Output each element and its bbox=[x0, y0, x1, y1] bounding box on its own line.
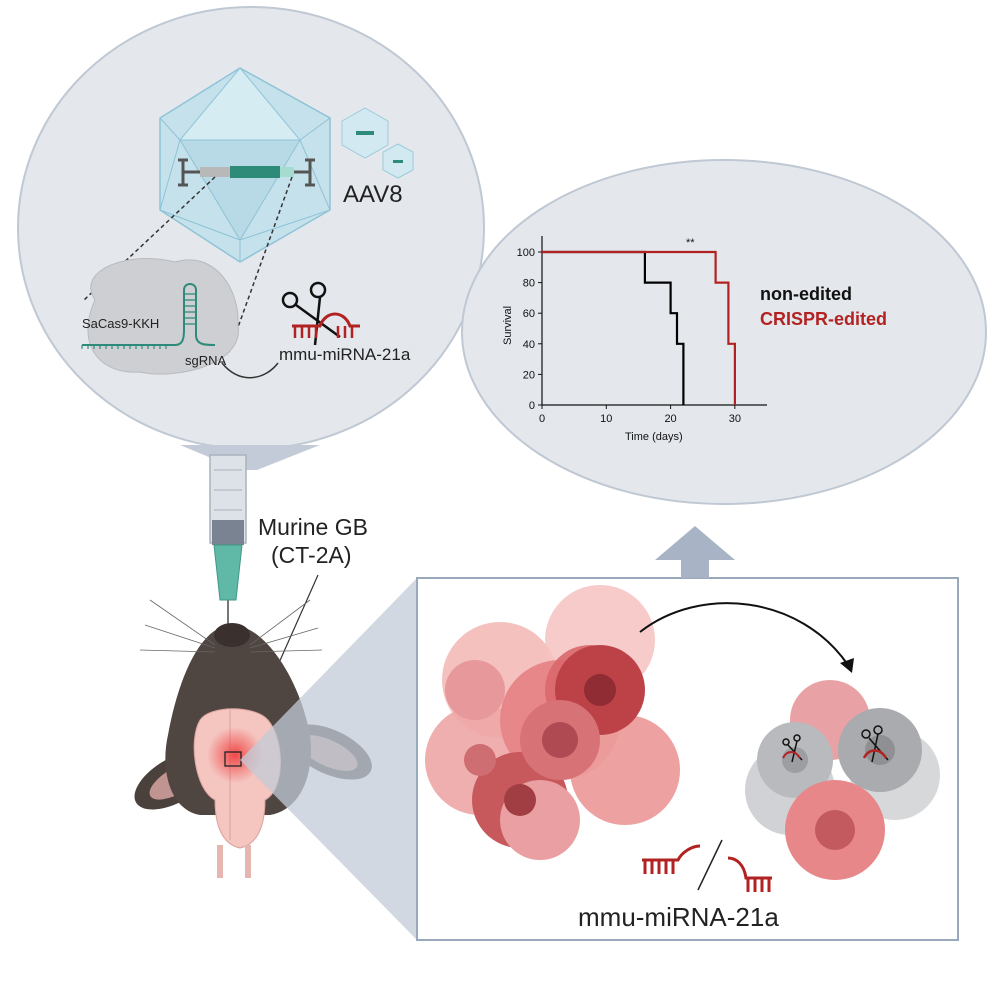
cleaved-mirna-icon bbox=[642, 844, 772, 892]
survival-chart: 0 20 40 60 80 100 0 10 20 30 ** Time (days) Surv… bbox=[502, 236, 767, 443]
mirna-hairpin-icon bbox=[292, 312, 360, 338]
y-tick-label: 20 bbox=[523, 369, 535, 381]
sgrna-structure bbox=[81, 283, 216, 349]
legend-crispr-edited: CRISPR-edited bbox=[760, 309, 887, 329]
x-tick-label: 20 bbox=[664, 413, 676, 425]
x-tick-label: 30 bbox=[729, 413, 741, 425]
scissors-icon-small-2 bbox=[861, 725, 889, 763]
genome-cassette bbox=[178, 158, 315, 187]
target-label: mmu-miRNA-21a bbox=[279, 345, 411, 364]
capsid-label: AAV8 bbox=[343, 181, 403, 208]
y-tick-label: 0 bbox=[529, 400, 535, 412]
circle-to-syringe-cone bbox=[180, 445, 320, 470]
dashed-line-right bbox=[227, 176, 293, 356]
scissors-icon-small-1 bbox=[782, 734, 803, 763]
x-axis-label: Time (days) bbox=[625, 431, 683, 443]
transition-arrow bbox=[639, 602, 854, 673]
small-capsid-1 bbox=[341, 107, 389, 159]
y-tick-label: 80 bbox=[523, 278, 535, 290]
small-capsid-2 bbox=[382, 143, 414, 179]
cleavage-slash bbox=[697, 839, 723, 891]
legend-non-edited: non-edited bbox=[760, 284, 852, 304]
significance-annotation: ** bbox=[686, 237, 695, 249]
tumor-mirna-label: mmu-miRNA-21a bbox=[578, 902, 779, 932]
x-tick-label: 0 bbox=[539, 413, 545, 425]
cas9-label: SaCas9-KKH bbox=[82, 316, 159, 331]
connector-arc bbox=[221, 362, 279, 379]
y-tick-label: 40 bbox=[523, 339, 535, 351]
series-line-non-edited bbox=[542, 250, 685, 405]
x-tick-label: 10 bbox=[600, 413, 612, 425]
aav-capsid bbox=[159, 67, 331, 263]
up-arrow bbox=[655, 526, 735, 578]
model-label-line2: (CT-2A) bbox=[271, 542, 352, 568]
y-axis-label: Survival bbox=[502, 306, 514, 345]
survival-oval bbox=[461, 159, 987, 505]
y-tick-label: 60 bbox=[523, 308, 535, 320]
edited-cluster bbox=[745, 680, 940, 880]
y-tick-label: 100 bbox=[517, 247, 535, 259]
tumor-cluster bbox=[425, 585, 680, 860]
brain-to-panel-cone bbox=[240, 578, 417, 940]
series-line-crispr-edited bbox=[542, 250, 737, 405]
model-label-line1: Murine GB bbox=[258, 514, 368, 540]
sgrna-label: sgRNA bbox=[185, 353, 227, 368]
